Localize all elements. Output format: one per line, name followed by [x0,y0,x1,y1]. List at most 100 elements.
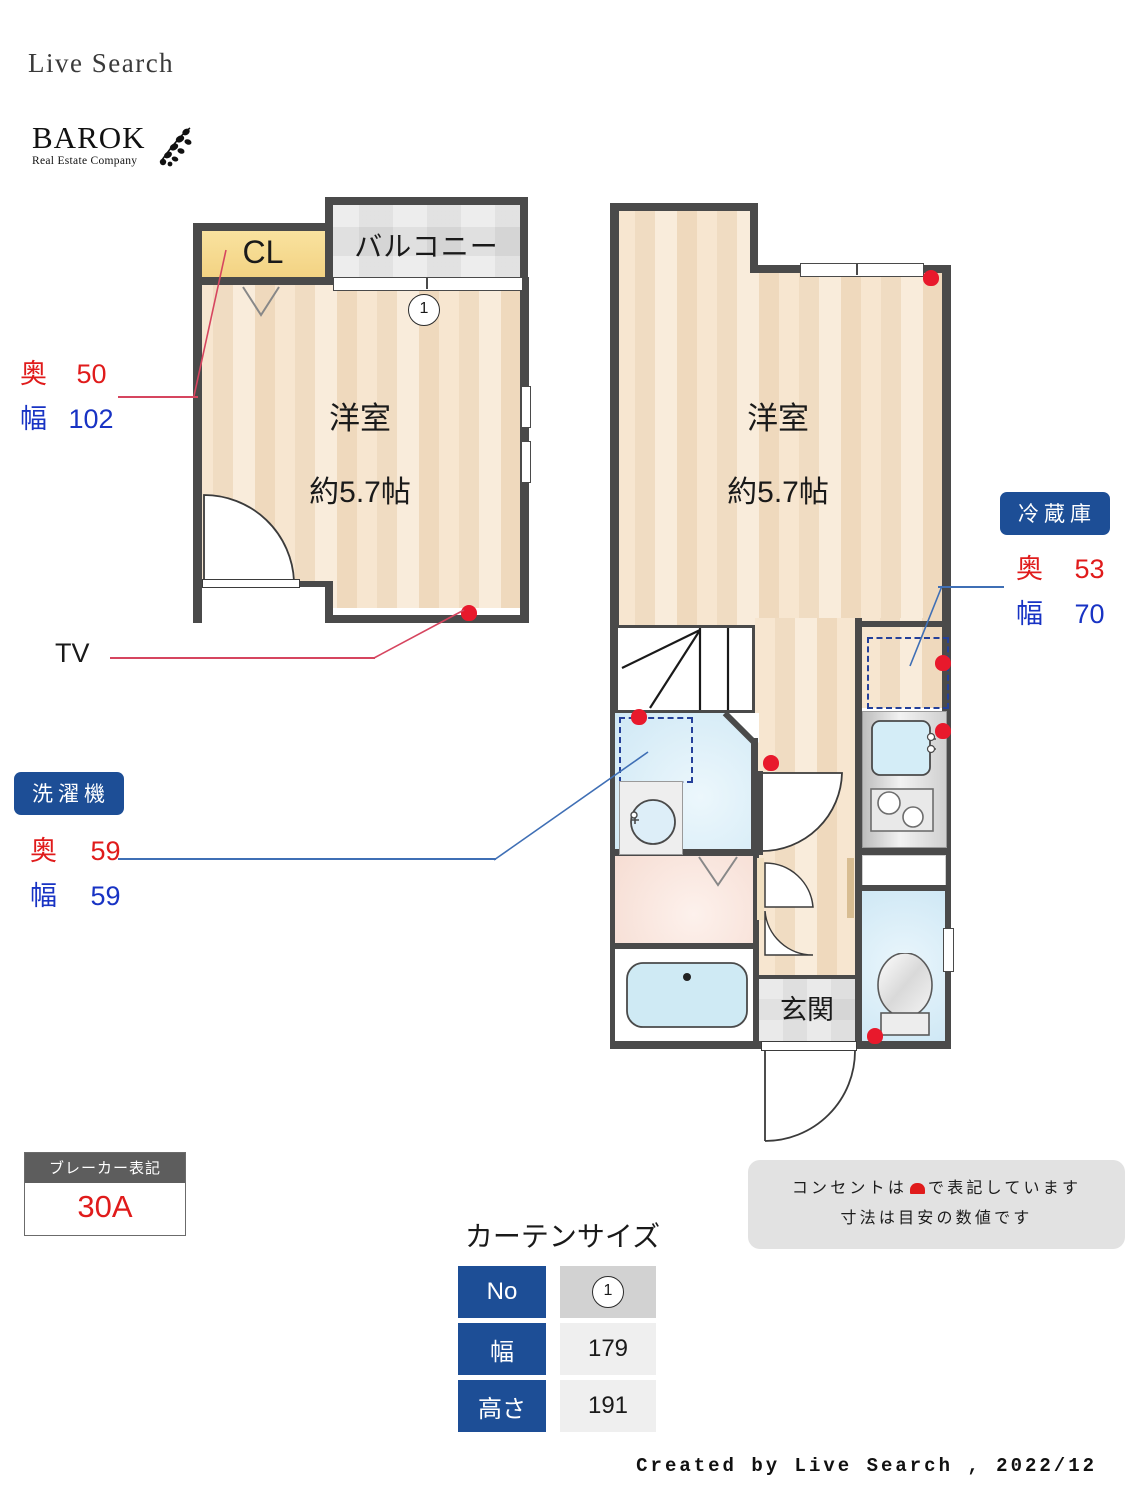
closet-leader-line [118,396,198,398]
balcony-area [325,197,528,285]
wall-right-unit-left [610,203,619,1048]
breaker-value: 30A [77,1189,133,1224]
curtain-window-number: 1 [592,1276,624,1308]
left-room-size: 約5.7帖 [309,476,411,509]
right-unit-floorplan: 玄関 [605,193,960,1142]
closet-depth-label: 奥 [20,359,47,389]
left-room-door [202,493,308,590]
wall-washroom-bottom [615,849,758,856]
closet-width-row: 幅 102 [20,397,114,436]
front-door-swing [761,1049,859,1148]
kitchen-sink-icon [870,719,938,782]
refrigerator-space [867,637,949,709]
callout-closet: 奥 50 幅 102 [20,352,114,436]
fridge-leader-diagonal [906,584,946,675]
outlet-wc [867,1028,883,1044]
bathtub-icon [625,961,749,1034]
wall-notch-vertical [325,581,333,619]
left-room-door-sill [202,579,300,588]
curtain-size-table: No 1 幅 179 高さ 191 [458,1266,656,1437]
right-room-name: 洋室 [747,401,809,436]
company-tagline: Real Estate Company [32,155,138,167]
outlet-kitchen [935,723,951,739]
wall-balcony-right [520,197,528,285]
outlet-symbol-icon [910,1183,926,1194]
wall-switch-lower [521,441,531,483]
wall-bottom [325,615,529,623]
closet-area [193,223,333,285]
toilet-room-area [615,856,758,946]
curtain-header-width: 幅 [458,1323,546,1375]
closet-depth-row: 奥 50 [20,352,114,391]
curtain-header-no: No [458,1266,546,1318]
outlet-washing-machine [631,709,647,725]
legend-note-prefix: コンセントは [791,1180,908,1197]
left-room-name: 洋室 [329,401,391,436]
washroom-door-jamb [757,771,763,855]
staircase [615,625,755,713]
washer-leader-line [118,858,496,860]
wall-wc-top [855,885,951,891]
tv-outlet-marker [461,605,477,621]
wall-switch-upper [521,386,531,428]
outlet-right-room-top [923,270,939,286]
fridge-width-value: 70 [1074,599,1105,629]
balcony-sliding-window [333,277,523,291]
vanity-basin-icon [627,797,683,852]
legend-note-suffix: で表記しています [928,1180,1082,1197]
olive-sprig-icon [150,126,196,173]
entrance-tile-area [759,978,855,1041]
curtain-size-title: カーテンサイズ [464,1221,661,1252]
footer-credit: Created by Live Search , 2022/12 [636,1455,1097,1477]
right-room-floor-upper [615,203,755,273]
company-logo: BAROK Real Estate Company [32,122,202,167]
washer-leader-diagonal [492,748,652,869]
tv-leader-line [110,657,375,659]
wall-right-unit-notch-vertical [750,203,758,273]
toilet-door-swing-inner [763,861,817,962]
legend-note-line-1: コンセントは で表記しています [748,1174,1125,1204]
wall-right-unit-top-right [920,265,950,273]
front-door-sill [761,1041,857,1051]
table-row: No 1 [458,1266,656,1318]
wall-kitchen-bottom [855,848,951,855]
wall-balcony-left [325,197,333,285]
toilet-door-jamb [847,858,854,918]
company-name: BAROK [32,120,146,155]
left-unit-floorplan: バルコニー 1 [185,193,535,623]
curtain-value-height: 191 [560,1380,656,1432]
fridge-depth-row: 奥 53 [1000,547,1110,586]
toilet-fixture-icon [873,952,937,1042]
wall-right-unit-top-left [610,203,758,211]
table-row: 幅 179 [458,1323,656,1375]
wall-closet-bottom [193,277,333,285]
outlet-washroom-door [763,755,779,771]
wall-hallway-left [753,853,759,1048]
right-room-size: 約5.7帖 [727,476,829,509]
wall-entrance-top [759,975,855,979]
washer-width-value: 59 [90,881,121,911]
washer-depth-row: 奥 59 [14,829,124,868]
fridge-depth-value: 53 [1074,554,1105,584]
washing-machine-badge: 洗濯機 [14,772,124,815]
wall-left [193,223,202,623]
curtain-header-height: 高さ [458,1380,546,1432]
closet-door-indicator [241,285,281,324]
curtain-value-no: 1 [560,1266,656,1318]
closet-width-value: 102 [68,404,114,434]
legend-note-line-2: 寸法は目安の数値です [840,1209,1033,1227]
balcony-label: バルコニー [354,231,499,262]
right-window-mullion [856,263,858,275]
legend-note-bubble: コンセントは で表記しています 寸法は目安の数値です [748,1160,1125,1250]
refrigerator-badge: 冷蔵庫 [1000,492,1110,535]
closet-depth-value: 50 [76,359,107,389]
curtain-window-marker-1: 1 [408,294,440,326]
fridge-depth-label: 奥 [1016,554,1043,584]
washroom-door [760,771,846,858]
washer-width-label: 幅 [30,881,57,911]
left-room-notch [193,583,333,623]
wall-toilet-bottom [615,943,758,949]
site-brand: Live Search [28,48,175,78]
toilet-door-indicator [697,855,739,894]
right-room-floor-main [615,265,950,625]
